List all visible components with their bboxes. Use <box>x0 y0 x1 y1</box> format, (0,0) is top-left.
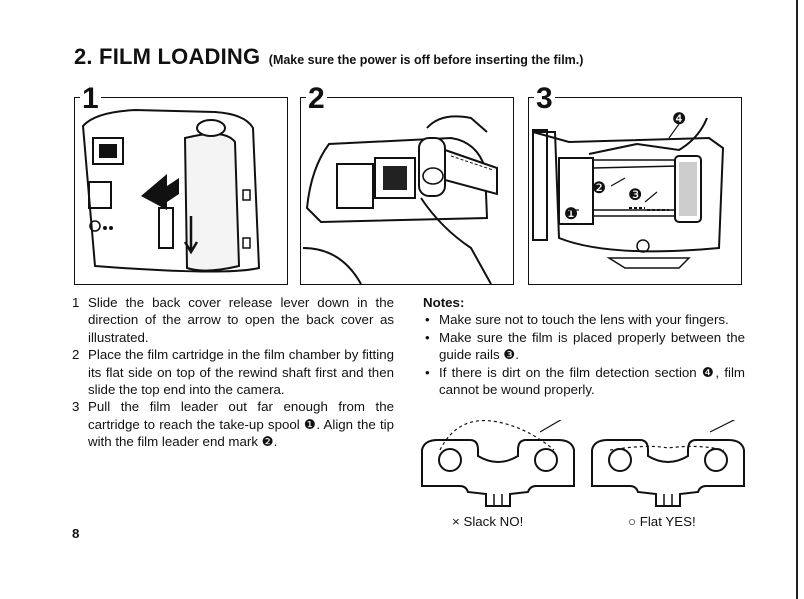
slack-film-drawing <box>421 417 575 507</box>
callout-guide-rails: ❸ <box>628 185 642 204</box>
instruction-number: 2 <box>72 347 80 363</box>
step-1-label: 1 <box>80 82 101 115</box>
instruction-text: Slide the back cover release lever down … <box>88 295 394 345</box>
callout-film-detection: ❹ <box>672 109 686 128</box>
note-item: Make sure not to touch the lens with you… <box>423 311 745 329</box>
step-2-label: 2 <box>306 82 327 115</box>
camera-back-illustration <box>81 108 261 273</box>
note-item: Make sure the film is placed properly be… <box>423 329 745 364</box>
illustration-open-back-cover <box>74 97 288 285</box>
section-subtitle: (Make sure the power is off before inser… <box>268 53 584 67</box>
instruction-text: Pull the film leader out far enough from… <box>88 399 394 450</box>
instruction-number: 3 <box>72 399 80 415</box>
notes-list: Make sure not to touch the lens with you… <box>423 311 745 398</box>
film-flat-diagram <box>588 417 748 510</box>
flat-film-drawing <box>591 417 745 507</box>
callout-take-up-spool: ❶ <box>564 204 578 223</box>
step-3-label: 3 <box>534 82 555 115</box>
callout-leader-end-mark: ❷ <box>592 178 606 197</box>
instruction-list: 1 Slide the back cover release lever dow… <box>72 294 394 451</box>
section-heading: 2. FILM LOADING (Make sure the power is … <box>74 44 583 70</box>
film-slack-diagram <box>418 417 578 510</box>
instruction-text: Place the film cartridge in the film cha… <box>88 347 394 398</box>
section-title: 2. FILM LOADING <box>74 44 261 69</box>
cartridge-insertion-illustration <box>302 115 498 284</box>
caption-slack: × Slack NO! <box>452 514 524 529</box>
notes-title: Notes: <box>423 295 465 310</box>
illustration-film-leader: ❶ ❷ ❸ ❹ <box>528 97 742 285</box>
page-number: 8 <box>72 526 80 541</box>
instruction-item: 1 Slide the back cover release lever dow… <box>72 294 394 346</box>
film-leader-illustration: ❶ ❷ ❸ ❹ <box>532 109 725 269</box>
instruction-number: 1 <box>72 295 80 310</box>
caption-flat: ○ Flat YES! <box>628 514 696 529</box>
page-edge-line <box>796 0 798 599</box>
note-item: If there is dirt on the film detection s… <box>423 364 745 399</box>
instruction-item: 2 Place the film cartridge in the film c… <box>72 346 394 398</box>
instruction-item: 3 Pull the film leader out far enough fr… <box>72 398 394 450</box>
illustration-insert-cartridge <box>300 97 514 285</box>
notes-section: Notes: Make sure not to touch the lens w… <box>423 294 745 398</box>
